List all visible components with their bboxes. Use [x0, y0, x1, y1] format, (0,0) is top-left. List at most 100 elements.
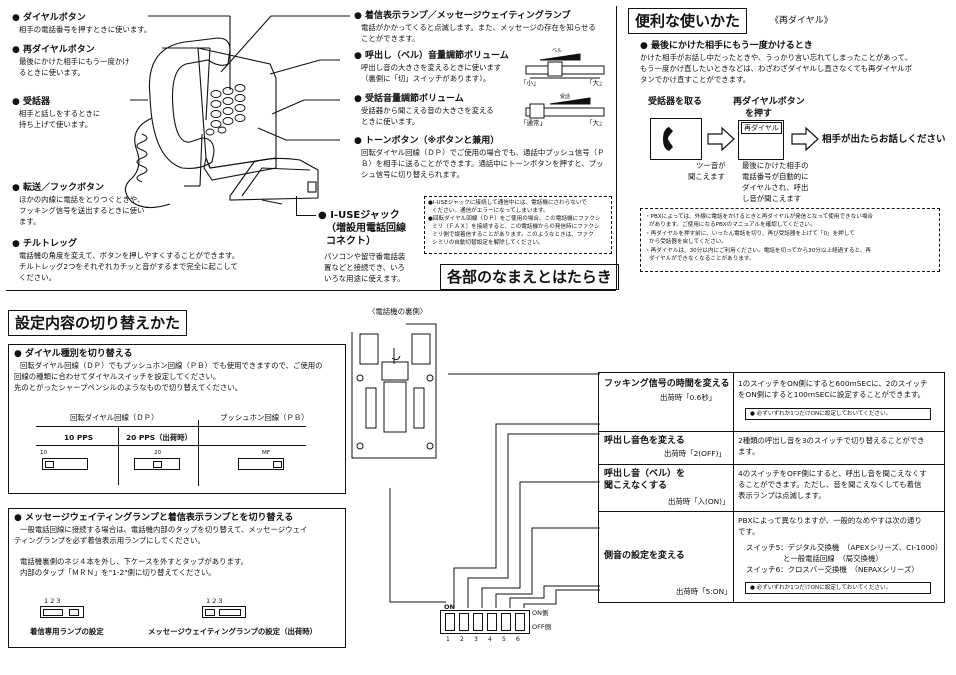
- redial-note: があります。ご使用になるPBXのマニュアルを確認してください。: [649, 222, 816, 228]
- handset-desc: 持ち上げて使います。: [19, 120, 93, 129]
- redial-notes-box: [640, 208, 940, 272]
- tone-button-desc: Ｂ）を相手に送ることができます。通話中にトーンボタンを押すと、プッ: [361, 159, 604, 168]
- small-label: 「小」: [520, 79, 540, 87]
- tilt-leg-desc: ください。: [19, 273, 56, 282]
- tilt-leg-desc: 電話機の角度を変えて、ボタンを押しやすくすることができます。: [19, 251, 240, 260]
- dip-number: 5: [502, 636, 506, 643]
- bell-label: ベル: [552, 48, 563, 54]
- pb-column-label: プッシュホン回線（ＰＢ）: [220, 413, 309, 422]
- sidetone-desc: と一般電話回線 （局交換機）: [746, 554, 883, 563]
- iuse-jack-desc: パソコンや留守番電話装: [324, 252, 406, 261]
- iuse-jack-desc: 置などと接続でき、いろ: [324, 263, 405, 272]
- ringer-off-desc: 表示ランプは点滅します。: [738, 491, 826, 500]
- ringer-volume-desc: （裏側に「切」スイッチがあります）。: [361, 74, 491, 83]
- iuse-note: ミリ側で誤着信することがあります。このようなときは、ファク: [432, 232, 594, 238]
- iuse-note: シミリの自動切替設定を解除してください。: [432, 240, 544, 246]
- iuse-jack-sub: （増設用電話回線: [326, 223, 406, 234]
- ringer-volume-slider-diagram: [525, 53, 605, 79]
- redial-button-heading: ● 再ダイヤルボタン: [12, 45, 95, 55]
- arrow-right-icon: [791, 126, 819, 152]
- tap-numbers: 1 2 3: [206, 597, 223, 605]
- lamp-switch-heading: ● メッセージウェイティングランプと着信表示ランプとを切り替える: [14, 513, 294, 523]
- dial-type-panel: [8, 344, 346, 494]
- incoming-lamp-desc: ことができます。: [361, 34, 420, 43]
- redial-section-title: 便利な使いかた: [628, 8, 748, 34]
- tone-button-desc: シュ信号に切り替えられます。: [361, 170, 464, 179]
- lamp-switch-desc: ティングランプを必ず着信表示用ランプにしてください。: [14, 536, 205, 545]
- iuse-notes-box: [424, 196, 612, 254]
- receiver-volume-slider-diagram: [525, 97, 605, 119]
- sidetone-desc: です。: [738, 527, 760, 536]
- tone-button-heading: ● トーンボタン（※ボタンと兼用）: [354, 136, 500, 146]
- ring-tone-desc: 2種類の呼出し音を3のスイッチで切り替えることができ: [738, 436, 925, 445]
- ringer-volume-desc: 呼出し音の大きさを変えるときに使います: [361, 63, 502, 72]
- lamp-switch-panel: [8, 508, 346, 648]
- redial-note: ・再ダイヤルを押す前に、いったん電話を切り、再び受話器を上げて「0」を押して: [645, 231, 855, 237]
- sidetone-desc: スイッチ5：デジタル交換機 （APEXシリーズ、CI-1000）: [746, 543, 943, 552]
- iuse-jack-sub: コネクト）: [326, 236, 376, 247]
- dip-number: 6: [516, 636, 520, 643]
- tilt-leg-heading: ● チルトレッグ: [12, 239, 77, 249]
- ring-tone-title: 呼出し音色を変える: [604, 436, 685, 446]
- sidetone-title: 側音の設定を変える: [604, 551, 685, 561]
- pps20-label: 20 PPS（出荷時）: [126, 433, 192, 442]
- iuse-jack-heading: ● I-USEジャック: [318, 210, 400, 221]
- hooking-desc: をON側にすると100mSECに設定することができます。: [738, 390, 925, 399]
- dial-button-desc: 相手の電話番号を押すときに使います。: [19, 25, 152, 34]
- large-label: 「大」: [586, 119, 606, 127]
- dial-switch-mf: [238, 458, 284, 470]
- handset-heading: ● 受話器: [12, 97, 50, 107]
- dial-button-heading: ● ダイヤルボタン: [12, 13, 86, 23]
- incoming-lamp-desc: 電話がかかってくると点滅します。また、メッセージの存在を知らせる: [361, 23, 596, 32]
- iuse-jack-desc: いろな用途に使えます。: [324, 274, 405, 283]
- phone-back-illustration: [351, 323, 437, 459]
- redial-heading: ● 最後にかけた相手にもう一度かけるとき: [640, 41, 813, 51]
- lamp-switch-desc: 一般電話回線に接続する場合は、電話機内部のタップを切り替えて、メッセージウェイ: [20, 525, 308, 534]
- ringer-off-desc: 4のスイッチをOFF側にすると、呼出し音を聞こえなくす: [738, 469, 927, 478]
- telephone-side-view: [229, 157, 319, 205]
- handset-desc: 相手と話しをするときに: [19, 109, 101, 118]
- dip-switch-block: [440, 610, 530, 634]
- redial-caption: し音が聞こえます: [742, 194, 802, 203]
- receiver-volume-desc: 受話器から聞こえる音の大きさを変える: [361, 106, 494, 115]
- tone-button-desc: 回転ダイヤル回線（ＤＰ）でご使用の場合でも、通話中プッシュ信号（Ｐ: [361, 148, 605, 157]
- redial-note: から受話器を戻してください。: [649, 239, 727, 245]
- tap-incoming-only: [40, 606, 84, 618]
- settings-title: 設定内容の切り替えかた: [8, 310, 188, 336]
- sidetone-default: 出荷時「5:ON」: [676, 587, 732, 596]
- redial-button-desc: るときに使います。: [19, 68, 85, 77]
- dip-number: 4: [488, 636, 492, 643]
- redial-button-desc: 最後にかけた相手にもう一度かけ: [19, 57, 130, 66]
- pps10-label: 10 PPS: [64, 433, 94, 442]
- sw10-label: 10: [40, 450, 48, 456]
- sidetone-desc: スイッチ6：クロスバー交換機 （NEPAXシリーズ）: [746, 565, 919, 574]
- lamp-switch-desc: 電話機裏側のネジ４本を外し、下ケースを外すとタップがあります。: [20, 557, 249, 566]
- redial-caption: 最後にかけた相手の: [742, 161, 809, 170]
- setting-sidetone-desc-cell: [733, 511, 945, 603]
- normal-label: 「通常」: [520, 119, 546, 127]
- sidetone-desc: PBXによって異なりますが、一般的なめやすは次の通り: [738, 516, 922, 525]
- transfer-hook-desc: フッキング信号を送出するときに使い: [19, 206, 145, 215]
- dial-type-desc: 回転ダイヤル回線（ＤＰ）でもプッシュホン回線（ＰＢ）でも使用できますので、ご使用…: [20, 361, 323, 370]
- redial-note: ダイヤルができなくなることがあります。: [649, 256, 755, 262]
- receiver-volume-desc: ときに使います。: [361, 117, 420, 126]
- transfer-hook-desc: ほかの内線に電話をとりつぐときや、: [19, 195, 145, 204]
- sidetone-note: ● 必ずいずれか1つだけONに設定しておいてください。: [745, 582, 931, 595]
- tap-numbers: 1 2 3: [44, 597, 61, 605]
- dp-column-label: 回転ダイヤル回線（ＤＰ）: [70, 413, 159, 422]
- dial-switch-10pps: [42, 458, 88, 470]
- ringer-off-title-2: 聞こえなくする: [604, 481, 668, 491]
- step-pick-up-label: 受話器を取る: [648, 97, 703, 107]
- transfer-hook-heading: ● 転送／フックボタン: [12, 183, 104, 193]
- dial-tone-caption: 聞こえます: [688, 172, 725, 181]
- hooking-title: フッキング信号の時間を変える: [604, 379, 730, 389]
- step-redial-label-2: を押す: [745, 109, 773, 119]
- handset-step-box: [650, 118, 702, 160]
- incoming-only-caption: 着信専用ランプの設定: [30, 627, 104, 636]
- incoming-lamp-heading: ● 着信表示ランプ／メッセージウェイティングランプ: [354, 11, 571, 21]
- lamp-switch-desc: 内部のタップ「ＭＲＮ」を"1-2"側に切り替えてください。: [20, 568, 216, 577]
- tilt-leg-desc: チルトレッグ2つをそれぞれカチッと音がするまで完全に起こして: [19, 262, 238, 271]
- parts-title: 各部のなまえとはたらき: [440, 264, 619, 290]
- redial-note: ・PBXによっては、外線に電話をかけるときと再ダイヤルが発信となって使用できない…: [645, 214, 874, 220]
- redial-desc: かけた相手がお話し中だったときや、うっかり言い忘れてしまったことがあって、: [640, 53, 912, 62]
